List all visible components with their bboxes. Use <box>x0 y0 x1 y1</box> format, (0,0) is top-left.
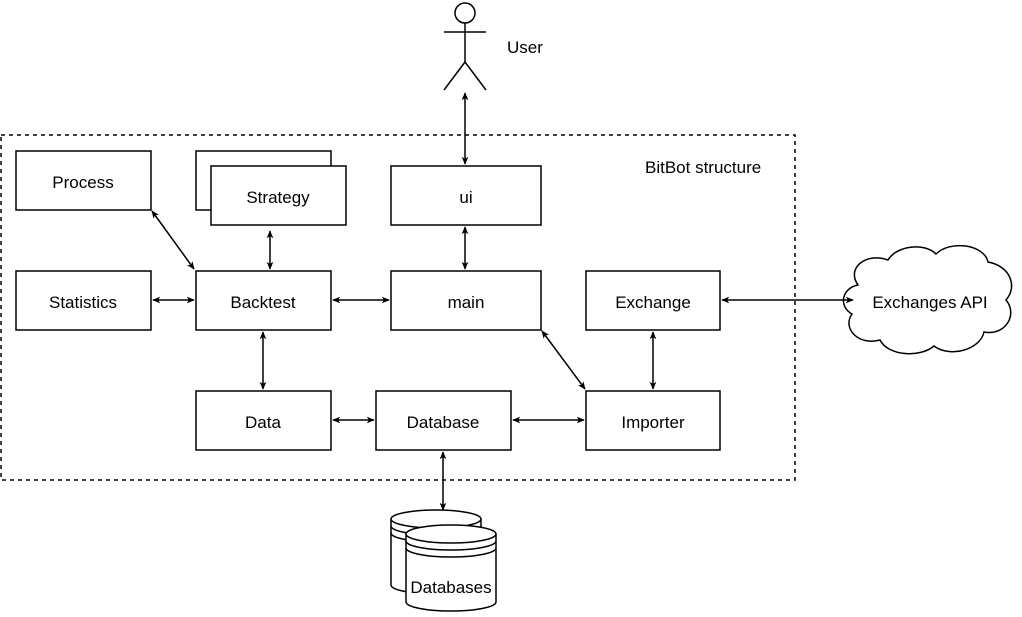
storage-label: Databases <box>410 578 491 597</box>
database-node: Database <box>375 390 512 451</box>
backtest-node: Backtest <box>195 270 332 331</box>
main-node: main <box>390 270 542 331</box>
strategy-label: Strategy <box>246 188 310 207</box>
connectors <box>151 92 854 511</box>
main-importer-connector <box>541 330 586 390</box>
strategy-front-card <box>210 165 347 226</box>
exchanges-api-cloud: Exchanges API <box>842 244 1013 355</box>
actor-label: User <box>507 38 543 57</box>
data-label: Data <box>245 413 281 432</box>
ui-label: ui <box>459 188 472 207</box>
process-backtest-connector <box>151 210 195 270</box>
exchange-label: Exchange <box>615 293 691 312</box>
system-boundary <box>0 134 796 481</box>
cloud-icon <box>842 244 1013 355</box>
database-label: Database <box>407 413 480 432</box>
user-actor-icon <box>443 2 487 91</box>
statistics-node: Statistics <box>15 270 152 331</box>
container-label: BitBot structure <box>645 158 761 177</box>
data-node: Data <box>195 390 332 451</box>
databases-storage: Databases <box>390 509 497 612</box>
backtest-label: Backtest <box>230 293 295 312</box>
main-label: main <box>448 293 485 312</box>
cloud-label: Exchanges API <box>872 293 987 312</box>
process-label: Process <box>52 173 113 192</box>
strategy-node: Strategy <box>195 150 347 226</box>
process-node: Process <box>15 150 152 211</box>
ui-node: ui <box>390 165 542 226</box>
database-cylinder-front-icon <box>405 524 497 612</box>
importer-node: Importer <box>585 390 721 451</box>
importer-label: Importer <box>621 413 685 432</box>
statistics-label: Statistics <box>49 293 117 312</box>
exchange-node: Exchange <box>585 270 721 331</box>
